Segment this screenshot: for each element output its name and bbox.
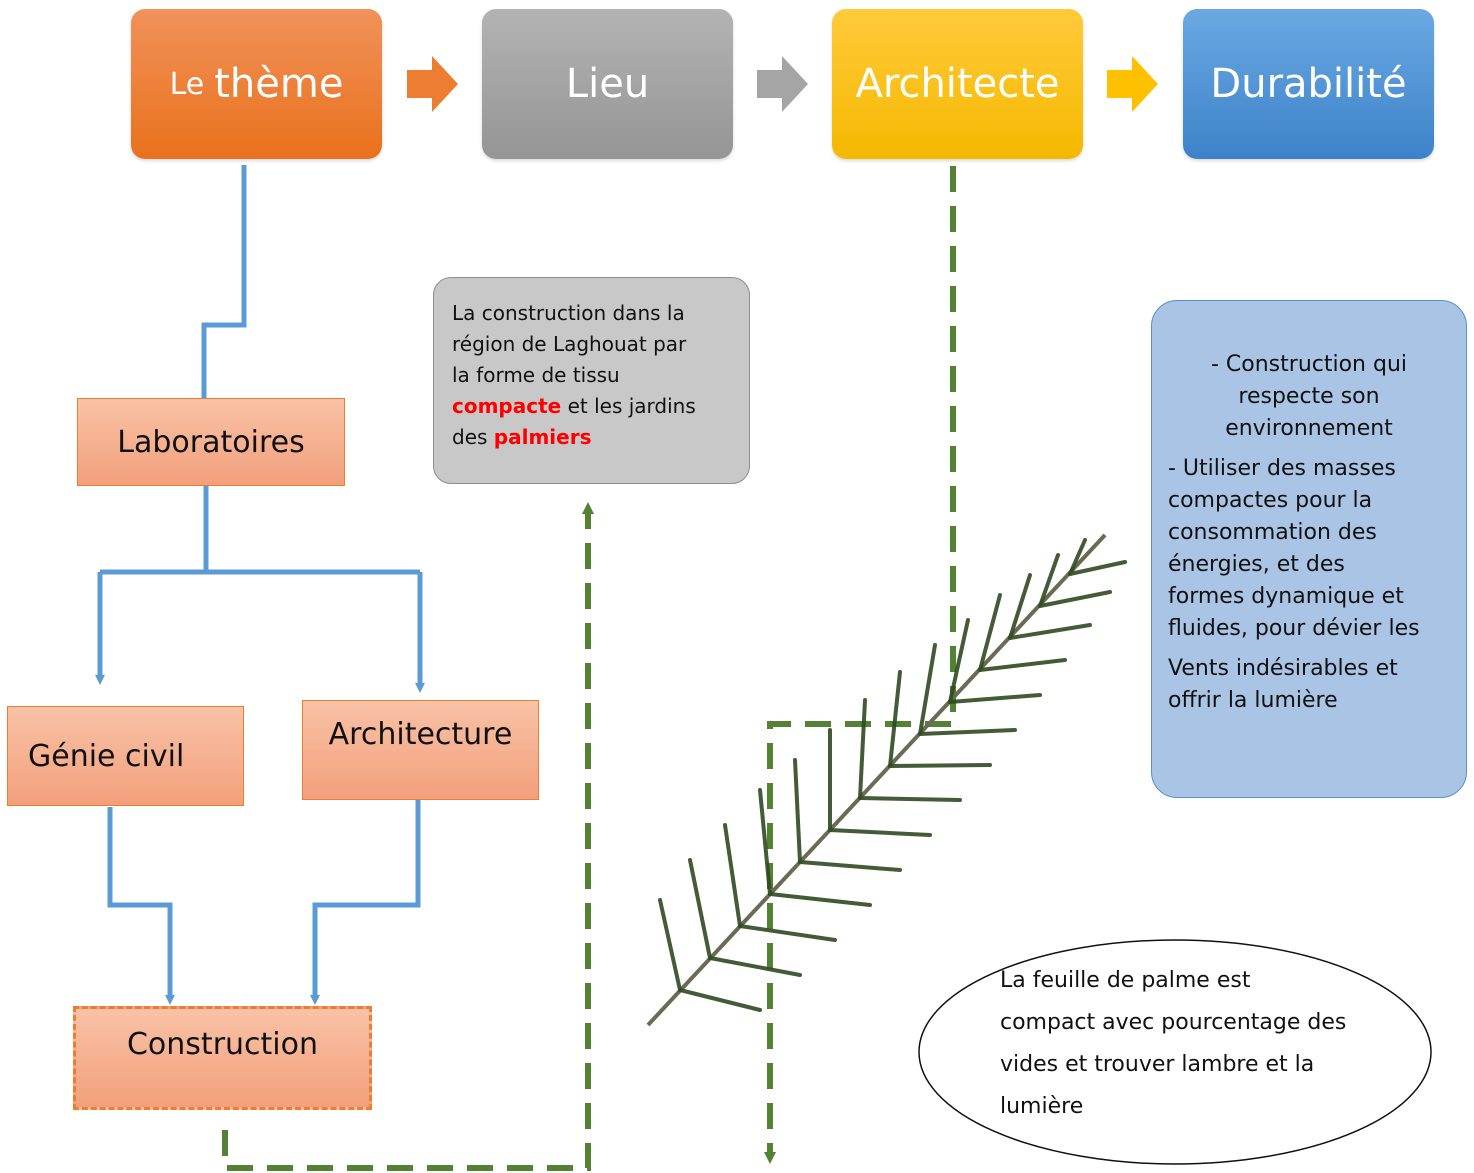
node-architecture: Architecture	[302, 700, 539, 800]
highlight-compacte: compacte	[452, 394, 562, 418]
step-architecte-label: Architecte	[855, 61, 1060, 107]
durabilite-line: fluides, pour dévier les	[1168, 616, 1420, 641]
step-theme-prefix: Le	[169, 66, 205, 102]
step-architecte: Architecte	[832, 9, 1083, 159]
durabilite-line: - Utiliser des masses	[1168, 456, 1396, 481]
arrow-right-icon	[407, 56, 458, 112]
connector-theme-labs	[201, 165, 247, 398]
durabilite-line: Vents indésirables et	[1168, 656, 1398, 681]
step-lieu: Lieu	[482, 9, 733, 159]
node-genie-civil: Génie civil	[7, 706, 244, 806]
palm-note: La feuille de palme est compact avec pou…	[1000, 960, 1400, 1128]
palm-note-line: compact avec pourcentage des	[1000, 1010, 1347, 1035]
arrow-right-icon	[1107, 56, 1158, 112]
durabilite-line: environnement	[1225, 416, 1393, 441]
lieu-note-line: compacte et les jardins	[452, 391, 731, 422]
lieu-note-line: région de Laghouat par	[452, 332, 687, 356]
durabilite-line: - Construction qui	[1210, 352, 1408, 377]
lieu-note-text: des	[452, 425, 488, 449]
palm-note-line: La feuille de palme est	[1000, 968, 1251, 993]
step-durabilite: Durabilité	[1183, 9, 1434, 159]
dashed-link-architecte	[764, 166, 956, 1164]
palm-leaf-illustration	[646, 533, 1127, 1027]
node-construction: Construction	[73, 1006, 372, 1110]
node-architecture-label: Architecture	[328, 717, 513, 752]
node-laboratoires: Laboratoires	[77, 398, 345, 486]
step-lieu-label: Lieu	[565, 61, 650, 107]
durabilite-line: énergies, et des	[1168, 552, 1345, 577]
node-laboratoires-label: Laboratoires	[117, 424, 305, 460]
palm-note-ellipse	[918, 939, 1432, 1165]
durabilite-line: offrir la lumière	[1168, 688, 1338, 713]
palm-note-line: lumière	[1000, 1094, 1084, 1119]
lieu-note-line: des palmiers	[452, 422, 731, 453]
lieu-note-text: et les jardins	[567, 394, 696, 418]
step-durabilite-label: Durabilité	[1210, 61, 1407, 107]
durabilite-line: respecte son	[1238, 384, 1380, 409]
node-genie-civil-label: Génie civil	[28, 738, 185, 774]
arrow-right-icon	[757, 56, 808, 112]
step-theme-label: thème	[214, 61, 344, 107]
dashed-link-construction-lieu	[222, 502, 594, 1171]
lieu-note: La construction dans la région de Laghou…	[433, 277, 750, 484]
lieu-note-line: La construction dans la	[452, 301, 685, 325]
highlight-palmiers: palmiers	[493, 425, 592, 449]
palm-note-line: vides et trouver lambre et la	[1000, 1052, 1315, 1077]
durabilite-line: consommation des	[1168, 520, 1377, 545]
durabilite-note: - Construction qui respecte son environn…	[1151, 300, 1467, 798]
node-construction-label: Construction	[126, 1027, 318, 1062]
durabilite-line: compactes pour la	[1168, 488, 1373, 513]
lieu-note-line: la forme de tissu	[452, 363, 620, 387]
durabilite-line: formes dynamique et	[1168, 584, 1404, 609]
